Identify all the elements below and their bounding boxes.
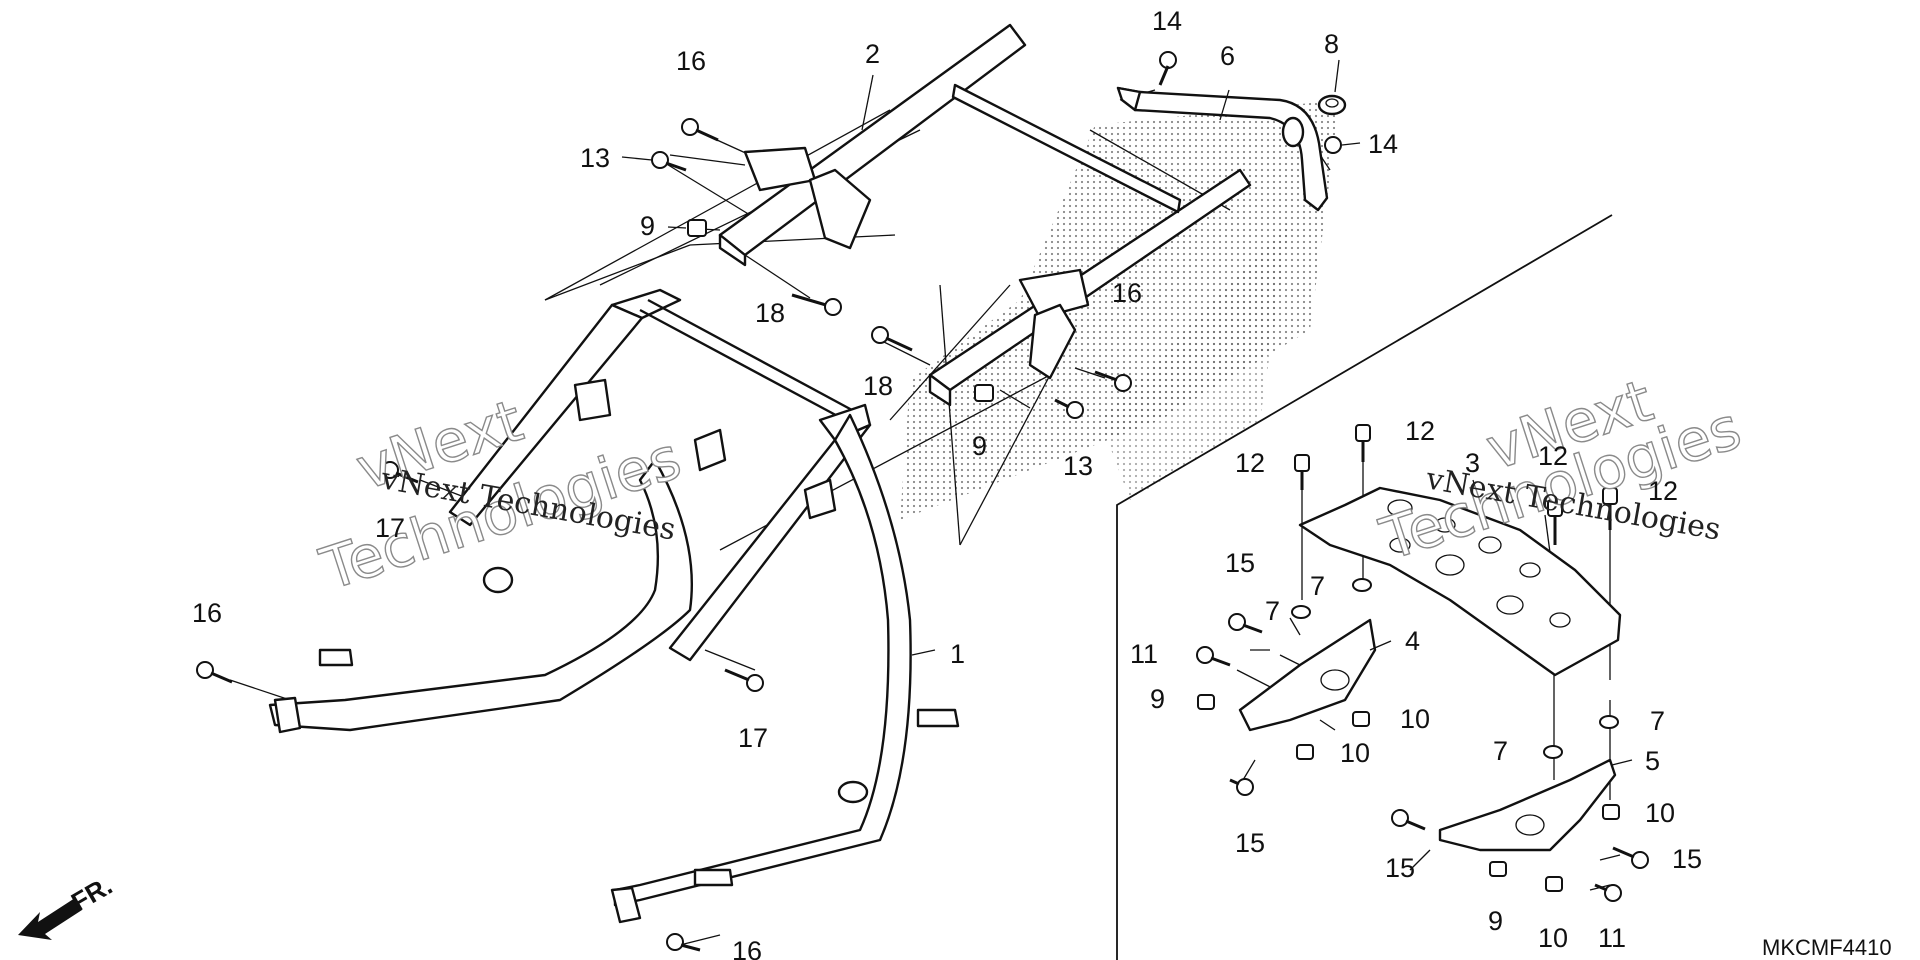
nut-9-right bbox=[1197, 694, 1215, 710]
callout-6: 6 bbox=[1220, 41, 1235, 71]
callout-10b: 10 bbox=[1340, 738, 1370, 768]
callout-7b: 7 bbox=[1310, 571, 1325, 601]
part-3-mount-plate bbox=[1298, 486, 1622, 677]
callout-15d: 15 bbox=[1672, 844, 1702, 874]
callout-3: 3 bbox=[1465, 448, 1480, 478]
part-2-carrier-frame bbox=[718, 23, 1252, 407]
callout-4: 4 bbox=[1405, 626, 1420, 656]
nut-10-c bbox=[1602, 804, 1620, 820]
callout-16a: 16 bbox=[676, 46, 706, 76]
bolt-12-c bbox=[1547, 499, 1563, 545]
hardware-bolts bbox=[196, 51, 1649, 952]
callout-16c: 16 bbox=[192, 598, 222, 628]
callout-7c: 7 bbox=[1493, 736, 1508, 766]
callout-13b: 13 bbox=[1063, 451, 1093, 481]
callout-12b: 12 bbox=[1405, 416, 1435, 446]
bolt-14-top bbox=[1158, 51, 1177, 86]
nut-10-a bbox=[1352, 711, 1370, 727]
collar-7-b bbox=[1352, 578, 1372, 592]
bolt-16-left bbox=[196, 661, 233, 684]
callout-15c: 15 bbox=[1385, 853, 1415, 883]
collar-7-a bbox=[1291, 605, 1311, 619]
bolt-14-right bbox=[1324, 136, 1342, 154]
bolt-15-b bbox=[1229, 778, 1254, 796]
part-6-grab-rail bbox=[1116, 86, 1329, 212]
diagram-code: MKCMF4410 bbox=[1762, 935, 1892, 960]
bolt-18-left bbox=[791, 293, 842, 316]
inset-panel-border bbox=[1116, 214, 1613, 960]
part-4-left-bracket bbox=[1238, 618, 1377, 732]
nut-9-bottom bbox=[1489, 861, 1507, 877]
part-1-main-frame bbox=[268, 288, 960, 924]
bolt-17-left bbox=[381, 461, 419, 484]
bolt-12-b bbox=[1355, 424, 1371, 462]
collar-7-d bbox=[1599, 715, 1619, 729]
callout-numbers: 1 2 3 4 5 6 7 7 7 7 8 9 9 9 9 10 10 10 1… bbox=[192, 6, 1702, 960]
callout-16d: 16 bbox=[732, 936, 762, 960]
bolt-12-a bbox=[1294, 454, 1310, 490]
front-direction-indicator: FR. bbox=[18, 870, 117, 940]
callout-2: 2 bbox=[865, 39, 880, 69]
callout-7d: 7 bbox=[1650, 706, 1665, 736]
callout-11b: 11 bbox=[1598, 923, 1626, 953]
collar-7-c bbox=[1543, 745, 1563, 759]
callout-12c: 12 bbox=[1538, 441, 1568, 471]
callout-5: 5 bbox=[1645, 746, 1660, 776]
callout-1: 1 bbox=[950, 639, 965, 669]
callout-17a: 17 bbox=[375, 513, 405, 543]
callout-17b: 17 bbox=[738, 723, 768, 753]
callout-12a: 12 bbox=[1235, 448, 1265, 478]
callout-12d: 12 bbox=[1648, 476, 1678, 506]
nut-9-left bbox=[687, 219, 707, 237]
bolt-18-center bbox=[871, 326, 913, 352]
callout-18b: 18 bbox=[863, 371, 893, 401]
nut-10-b bbox=[1296, 744, 1314, 760]
bolt-16-top bbox=[681, 118, 719, 142]
bolt-15-c bbox=[1391, 809, 1426, 831]
bolt-15-a bbox=[1228, 613, 1263, 634]
callout-11a: 11 bbox=[1130, 639, 1158, 669]
callout-9b: 9 bbox=[972, 431, 987, 461]
callout-16b: 16 bbox=[1112, 278, 1142, 308]
callout-9a: 9 bbox=[640, 211, 655, 241]
callout-9c: 9 bbox=[1150, 684, 1165, 714]
callout-9d: 9 bbox=[1488, 906, 1503, 936]
callout-10a: 10 bbox=[1400, 704, 1430, 734]
callout-15b: 15 bbox=[1235, 828, 1265, 858]
front-arrow-icon bbox=[18, 898, 82, 940]
callout-10d: 10 bbox=[1538, 923, 1568, 953]
bolt-16-bottom bbox=[666, 933, 701, 952]
callout-13a: 13 bbox=[580, 143, 610, 173]
bolt-11-a bbox=[1196, 646, 1231, 667]
bolt-15-d bbox=[1612, 846, 1649, 869]
bolt-11-b bbox=[1594, 883, 1622, 902]
bolt-17-center bbox=[724, 668, 764, 692]
bolt-16-center bbox=[1094, 370, 1132, 392]
callout-14b: 14 bbox=[1368, 129, 1398, 159]
nut-9-center bbox=[974, 384, 994, 402]
callout-7a: 7 bbox=[1265, 596, 1280, 626]
bolt-13-center bbox=[1054, 398, 1084, 419]
nut-10-d bbox=[1545, 876, 1563, 892]
callout-14a: 14 bbox=[1152, 6, 1182, 36]
bolt-13-left bbox=[651, 151, 687, 172]
callout-18a: 18 bbox=[755, 298, 785, 328]
part-8-grommet bbox=[1317, 94, 1347, 116]
bolt-12-d bbox=[1602, 487, 1618, 530]
callout-15a: 15 bbox=[1225, 548, 1255, 578]
callout-8: 8 bbox=[1324, 29, 1339, 59]
callout-10c: 10 bbox=[1645, 798, 1675, 828]
part-5-right-bracket bbox=[1438, 758, 1617, 852]
callout-leaders bbox=[621, 59, 1633, 766]
shading-regions bbox=[900, 100, 1340, 520]
